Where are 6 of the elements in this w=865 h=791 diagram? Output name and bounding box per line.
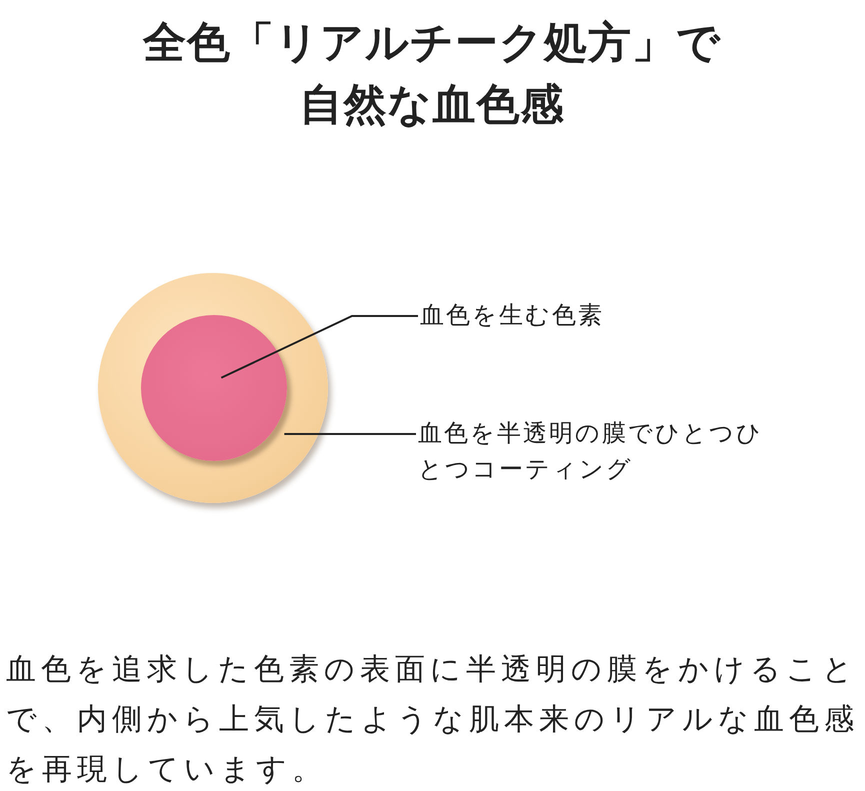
title-heading: 全色「リアルチーク処方」で自然な血色感 [142,17,722,132]
label-text: 血色を生む色素 [420,297,680,337]
caption-paragraph: 血色を追求した色素の表面に半透明の膜をかけることで、内側から上気したような肌本来のリアルな血色感を再現しています。 [6,651,860,789]
leader-line [284,433,416,435]
label-text: 血色を半透明の膜でひとつひとつコーティング [418,415,763,490]
leader-line [220,315,418,379]
